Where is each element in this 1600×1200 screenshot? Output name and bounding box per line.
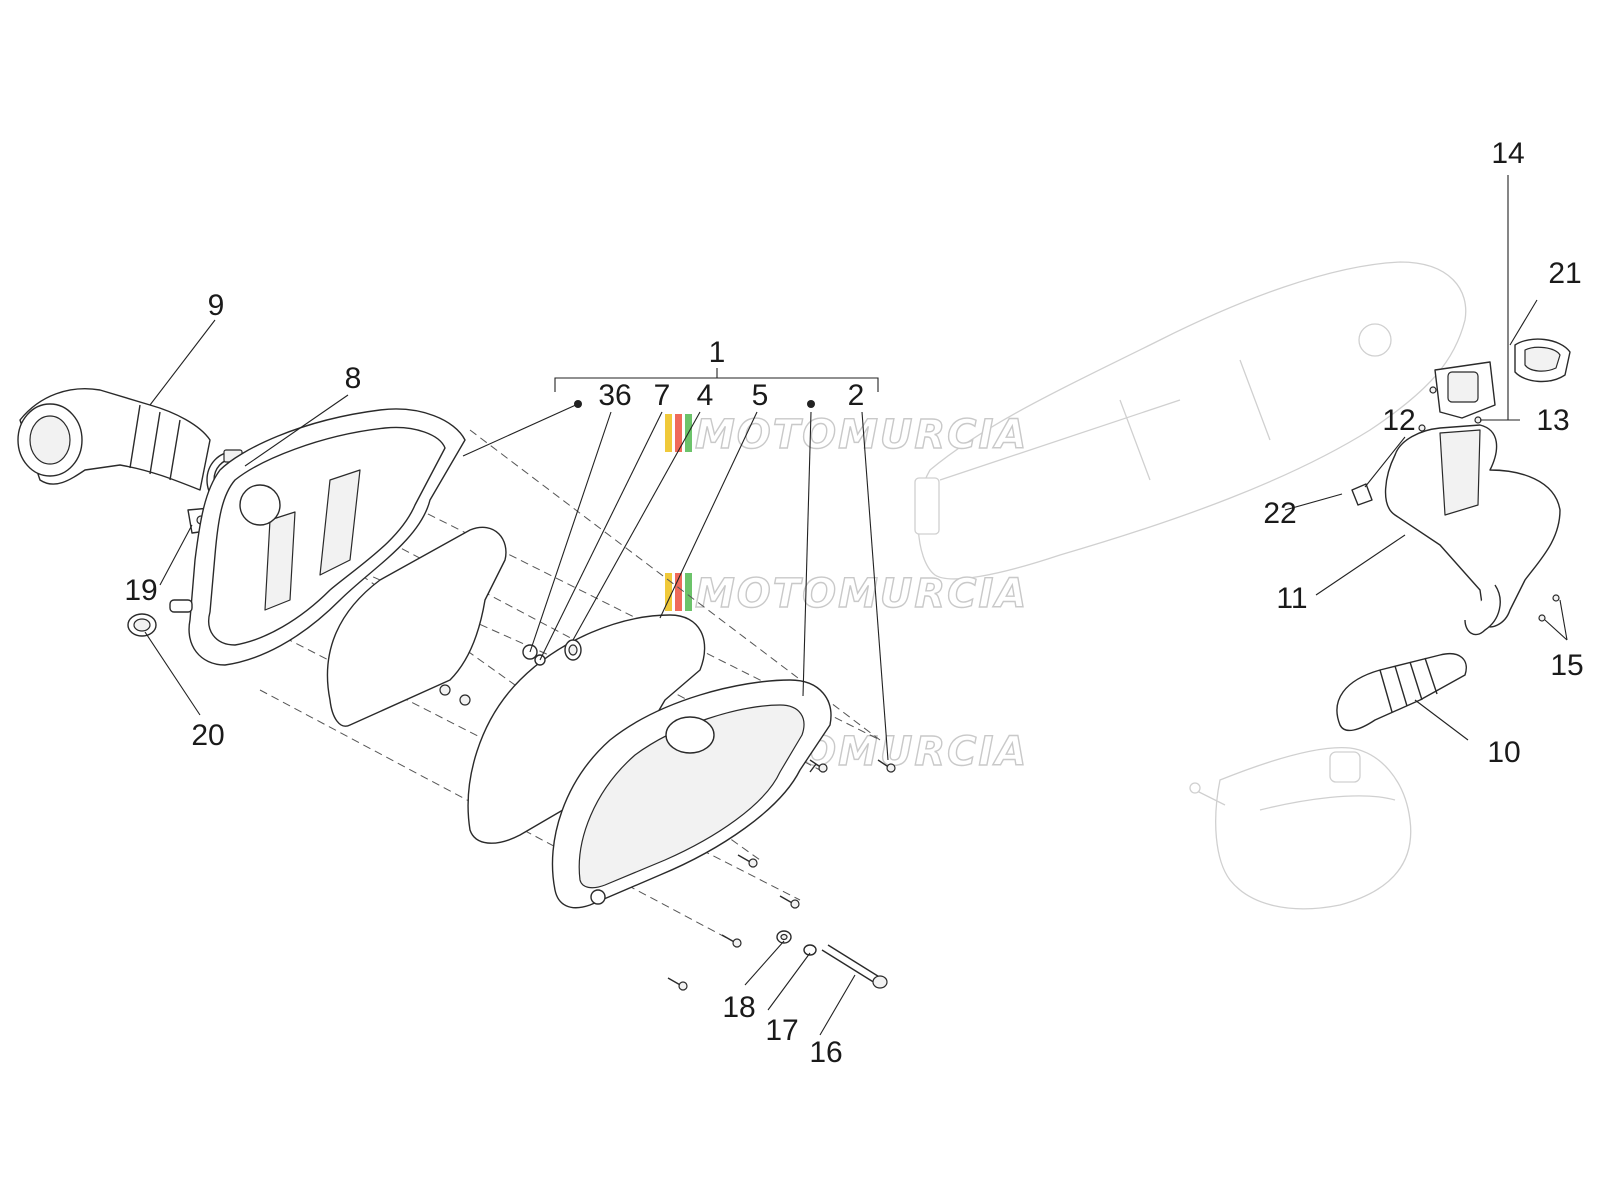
- right-screws: [1351, 386, 1560, 622]
- callout-21: 21: [1548, 257, 1581, 290]
- callout-13: 13: [1536, 404, 1569, 437]
- watermark-text: MOTOMURCIA: [695, 571, 1028, 617]
- filter-plate: [326, 526, 507, 727]
- callout-1: 1: [709, 336, 726, 369]
- callout-2: 2: [848, 379, 865, 412]
- callout-labels: 1 36 7 4 5 2 9 8 19 20 18 17 16 14 21 12…: [124, 137, 1583, 1069]
- rubber-seal: [1514, 338, 1571, 383]
- bellows-hose: [1336, 653, 1467, 732]
- lower-airbox-outline: [1189, 746, 1412, 910]
- small-clamp: [127, 613, 157, 637]
- callout-12: 12: [1382, 404, 1415, 437]
- callout-10: 10: [1487, 736, 1520, 769]
- callout-15: 15: [1550, 649, 1583, 682]
- long-bolt: [821, 944, 888, 989]
- callout-36: 36: [598, 379, 631, 412]
- callout-19: 19: [124, 574, 157, 607]
- callout-4: 4: [697, 379, 714, 412]
- seat-outline: [914, 261, 1467, 580]
- callout-20: 20: [191, 719, 224, 752]
- callout-17: 17: [765, 1014, 798, 1047]
- screws: [667, 759, 896, 991]
- group-bracket: [554, 368, 879, 392]
- callout-22: 22: [1263, 497, 1296, 530]
- callout-5: 5: [752, 379, 769, 412]
- callout-14: 14: [1491, 137, 1524, 170]
- air-box-housing: [169, 408, 466, 666]
- air-box-cover: [551, 679, 832, 909]
- intake-duct-upper: [1434, 361, 1496, 419]
- intake-elbow-hose: [17, 388, 211, 491]
- callout-8: 8: [345, 362, 362, 395]
- watermark-text: MOTOMURCIA: [695, 412, 1028, 458]
- intake-duct-housing: [1384, 424, 1561, 636]
- washers: [776, 930, 817, 956]
- callout-18: 18: [722, 991, 755, 1024]
- gasket-ring: [467, 614, 706, 844]
- callout-9: 9: [208, 289, 225, 322]
- callout-16: 16: [809, 1036, 842, 1069]
- callout-11: 11: [1276, 582, 1307, 615]
- leader-lines: [144, 175, 1568, 1036]
- callout-7: 7: [654, 379, 671, 412]
